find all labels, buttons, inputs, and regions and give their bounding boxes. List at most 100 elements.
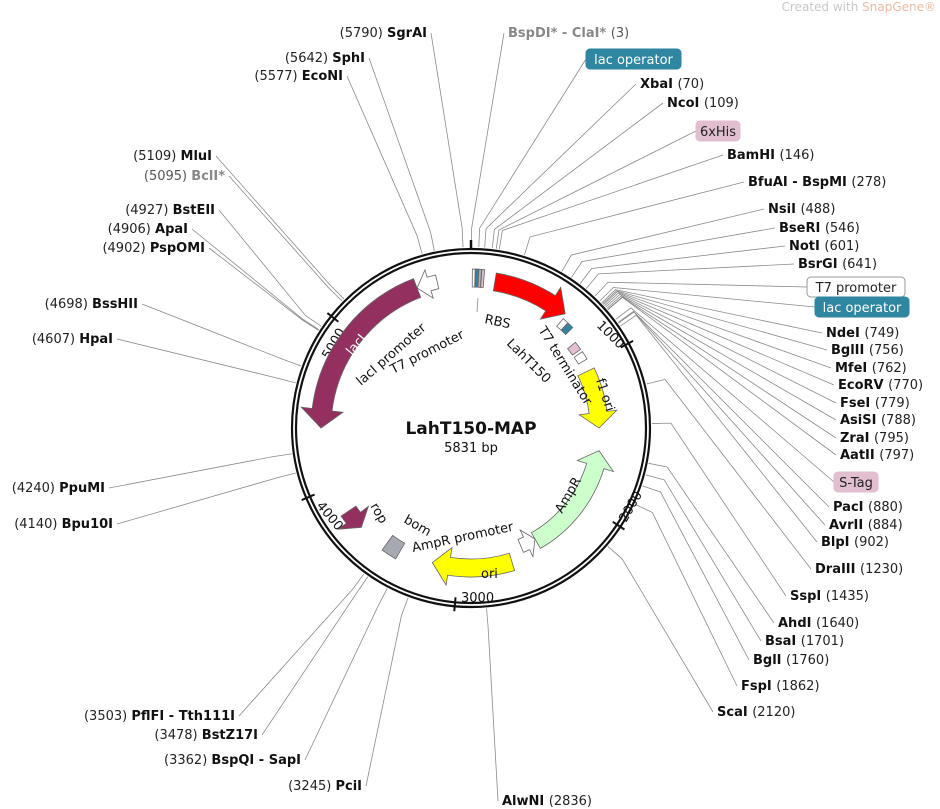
restriction-site-label[interactable]: (5577) EcoNI [254,69,343,84]
restriction-site-label[interactable]: (4240) PpuMI [12,481,105,496]
site-name: AhdI [778,616,816,631]
restriction-site-label[interactable]: BamHI (146) [727,148,814,163]
site-leader-line [486,608,499,802]
small-feature-marker[interactable] [560,322,574,336]
site-leader-line [304,588,388,761]
feature-arrow-ampr-promoter[interactable] [517,529,536,558]
site-position: (2120) [752,705,795,720]
site-leader-line [484,83,637,248]
tick-mark [453,597,457,612]
site-position: (4240) [12,481,59,496]
site-position: (4906) [108,222,155,237]
restriction-site-label[interactable]: (5109) MluI [133,149,212,164]
restriction-site-label[interactable]: DraIII (1230) [815,562,903,577]
feature-label-box[interactable] [585,48,682,70]
restriction-site-label[interactable]: XbaI (70) [640,77,704,92]
restriction-site-label[interactable]: SspI (1435) [790,589,869,604]
site-name: BglI [753,653,786,668]
feature-arrow-ori[interactable] [431,546,516,587]
feature-arrow-laht150[interactable] [492,272,566,320]
site-name: AlwNI [502,794,549,809]
feature-label-text: lac operator [594,53,673,68]
restriction-site-label[interactable]: BglI (1760) [753,653,829,668]
site-name: BstEII [173,203,215,218]
site-name: ApaI [155,222,188,237]
site-position: (779) [875,396,910,411]
restriction-site-label[interactable]: (4906) ApaI [108,222,188,237]
restriction-site-label[interactable]: PacI (880) [833,500,903,515]
restriction-site-label[interactable]: (5095) BclI* [144,169,225,184]
site-name: PspOMI [150,241,205,256]
restriction-site-label[interactable]: (3362) BspQI - SapI [164,753,301,768]
feature-label-box[interactable] [695,120,741,142]
feature-arrow-ampr[interactable] [530,450,615,549]
restriction-site-label[interactable]: (4607) HpaI [32,332,113,347]
restriction-site-label[interactable]: BspDI* - ClaI* (3) [508,26,629,41]
restriction-site-label[interactable]: (4140) Bpu10I [14,517,113,532]
site-leader-line [116,338,296,384]
restriction-site-label[interactable]: FseI (779) [840,396,910,411]
restriction-site-label[interactable]: ScaI (2120) [717,705,795,720]
restriction-site-label[interactable]: BsrGI (641) [798,257,877,272]
restriction-site-label[interactable]: NcoI (109) [667,96,739,111]
tick-mark [326,312,339,323]
site-leader-line [218,209,322,327]
restriction-site-label[interactable]: (4698) BssHII [45,297,138,312]
site-position: (3) [611,26,629,41]
site-name: BspDI* - ClaI* [508,26,611,41]
feature-arrow-bom[interactable] [381,534,406,560]
small-feature-marker[interactable] [480,268,486,288]
site-name: PciI [335,779,362,794]
site-position: (278) [851,175,886,190]
site-leader-line [645,474,762,642]
restriction-site-label[interactable]: (3503) PflFI - Tth111I [84,709,235,724]
restriction-site-label[interactable]: NsiI (488) [768,202,835,217]
restriction-site-label[interactable]: (3245) PciI [288,779,362,794]
restriction-site-label[interactable]: (5790) SgrAI [340,26,427,41]
restriction-site-label[interactable]: BseRI (546) [779,221,860,236]
feature-arrow-laci-promoter[interactable] [416,268,440,299]
feature-arrow-rop[interactable] [337,505,370,530]
restriction-site-label[interactable]: EcoRV (770) [838,378,923,393]
feature-label-box[interactable] [814,296,910,318]
site-position: (1435) [826,589,869,604]
restriction-site-label[interactable]: NdeI (749) [826,326,899,341]
restriction-site-label[interactable]: (4927) BstEII [125,203,215,218]
site-name: EcoRV [838,378,888,393]
small-feature-marker[interactable] [567,341,582,356]
site-position: (3362) [164,753,211,768]
restriction-site-label[interactable]: (5642) SphI [285,51,365,66]
restriction-site-label[interactable]: MfeI (762) [835,361,907,376]
small-feature-marker[interactable] [556,318,569,331]
restriction-site-label[interactable]: NotI (601) [789,239,859,254]
site-name: PflFI - Tth111I [131,709,235,724]
feature-label-box[interactable] [833,471,879,493]
restriction-site-label[interactable]: BsaI (1701) [765,634,844,649]
small-feature-marker[interactable] [573,351,588,365]
site-leader-line [346,75,423,254]
site-position: (797) [879,448,914,463]
restriction-site-label[interactable]: BlpI (902) [821,535,889,550]
feature-leader-line [478,58,587,248]
restriction-site-label[interactable]: BglII (756) [831,343,904,358]
restriction-site-label[interactable]: (4902) PspOMI [102,241,205,256]
restriction-site-label[interactable]: FspI (1862) [741,679,820,694]
restriction-site-label[interactable]: AlwNI (2836) [502,794,592,809]
restriction-site-label[interactable]: AsiSI (788) [840,413,916,428]
site-leader-line [648,462,775,624]
restriction-site-label[interactable]: AvrII (884) [829,518,903,533]
feature-arrow-laci[interactable] [300,278,422,429]
site-position: (70) [677,77,704,92]
feature-arrow-f1-ori[interactable] [577,367,618,429]
feature-leader-line [495,130,697,249]
site-position: (5790) [340,26,387,41]
site-name: BglII [831,343,869,358]
restriction-site-label[interactable]: (3478) BstZ17I [154,728,258,743]
restriction-site-label[interactable]: AatII (797) [840,448,914,463]
restriction-site-label[interactable]: BfuAI - BspMI (278) [748,175,886,190]
restriction-site-label[interactable]: AhdI (1640) [778,616,859,631]
restriction-site-label[interactable]: ZraI (795) [840,431,909,446]
